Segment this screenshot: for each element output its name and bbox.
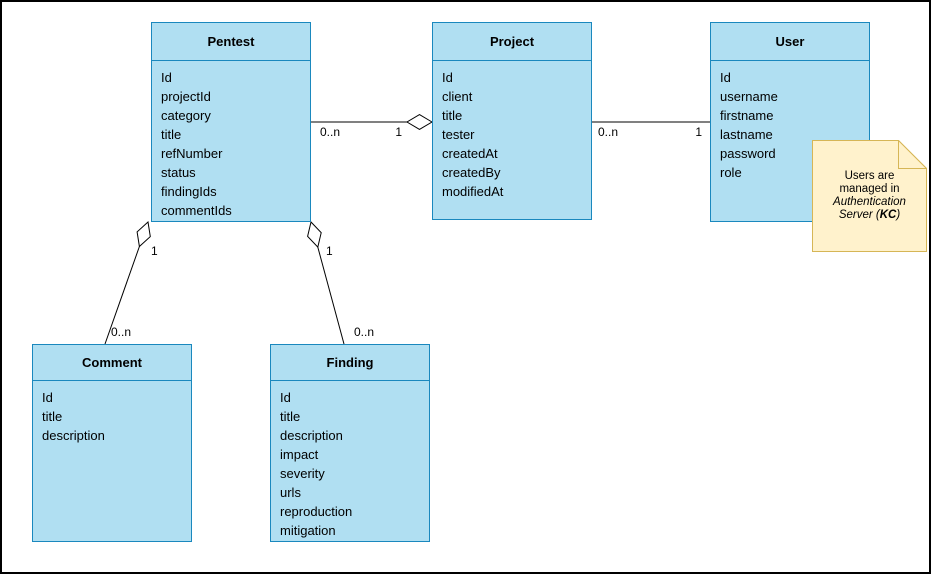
entity-field: client (442, 89, 473, 104)
note-shape-icon (812, 140, 927, 252)
aggregation-diamond-icon (136, 221, 151, 248)
entity-field: Id (442, 70, 453, 85)
relation-project-user[interactable]: 0..n 1 (592, 121, 710, 139)
entity-field: mitigation (280, 523, 336, 538)
entity-pentest-title: Pentest (152, 23, 310, 61)
multiplicity-label: 0..n (598, 125, 618, 139)
entity-field: createdBy (442, 165, 501, 180)
entity-comment-title: Comment (33, 345, 191, 381)
entity-field: description (280, 428, 343, 443)
entity-field: urls (280, 485, 301, 500)
entity-field: role (720, 165, 742, 180)
aggregation-diamond-icon (307, 220, 322, 249)
entity-finding-fields: Id title description impact severity urls repr… (271, 381, 429, 541)
relation-pentest-comment[interactable]: 1 0..n (104, 221, 158, 345)
entity-finding-title: Finding (271, 345, 429, 381)
entity-field: Id (161, 70, 172, 85)
entity-field: firstname (720, 108, 774, 123)
multiplicity-label: 0..n (111, 325, 131, 339)
entity-field: Id (720, 70, 731, 85)
entity-field: refNumber (161, 146, 223, 161)
relation-pentest-project[interactable]: 0..n 1 (311, 114, 433, 139)
entity-pentest-fields: Id projectId category title refNumber status f… (152, 61, 310, 221)
entity-field: findingIds (161, 184, 217, 199)
entity-project-fields: Id client title tester createdAt createdBy mod… (433, 61, 591, 219)
entity-field: lastname (720, 127, 773, 142)
entity-user-fields: Id username firstname lastname password role (711, 61, 869, 221)
entity-field: password (720, 146, 776, 161)
note-text-plain: Users are managed in (839, 170, 900, 195)
entity-user-title: User (711, 23, 869, 61)
entity-field: Id (280, 390, 291, 405)
note-text: Users are managed in Authentication Serv… (812, 140, 927, 252)
entity-field: commentIds (161, 203, 232, 218)
entity-pentest[interactable]: Pentest Id projectId category title refNumbe… (151, 22, 311, 222)
multiplicity-label: 1 (151, 244, 158, 258)
entity-field: title (161, 127, 182, 142)
entity-field: description (42, 428, 105, 443)
entity-comment-fields: Id title description (33, 381, 191, 541)
entity-project-title: Project (433, 23, 591, 61)
multiplicity-label: 0..n (320, 125, 340, 139)
entity-field: severity (280, 466, 325, 481)
entity-field: category (161, 108, 211, 123)
multiplicity-label: 1 (695, 125, 702, 139)
entity-field: status (161, 165, 196, 180)
note-text-italic: Authentication Server (KC) (833, 196, 906, 221)
entity-field: createdAt (442, 146, 498, 161)
multiplicity-label: 1 (395, 125, 402, 139)
relation-pentest-finding[interactable]: 1 0..n (307, 220, 374, 345)
entity-finding[interactable]: Finding Id title description impact severity… (270, 344, 430, 542)
entity-field: Id (42, 390, 53, 405)
entity-field: title (442, 108, 463, 123)
multiplicity-label: 1 (326, 244, 333, 258)
entity-project[interactable]: Project Id client title tester createdAt crea… (432, 22, 592, 220)
entity-field: username (720, 89, 778, 104)
entity-field: reproduction (280, 504, 353, 519)
entity-field: title (42, 409, 63, 424)
entity-field: title (280, 409, 301, 424)
entity-field: projectId (161, 89, 211, 104)
entity-field: impact (280, 447, 319, 462)
entity-field: tester (442, 127, 475, 142)
aggregation-diamond-icon (406, 114, 433, 130)
multiplicity-label: 0..n (354, 325, 374, 339)
note-users-managed[interactable]: Users are managed in Authentication Serv… (812, 140, 927, 252)
entity-field: modifiedAt (442, 184, 504, 199)
entity-comment[interactable]: Comment Id title description (32, 344, 192, 542)
